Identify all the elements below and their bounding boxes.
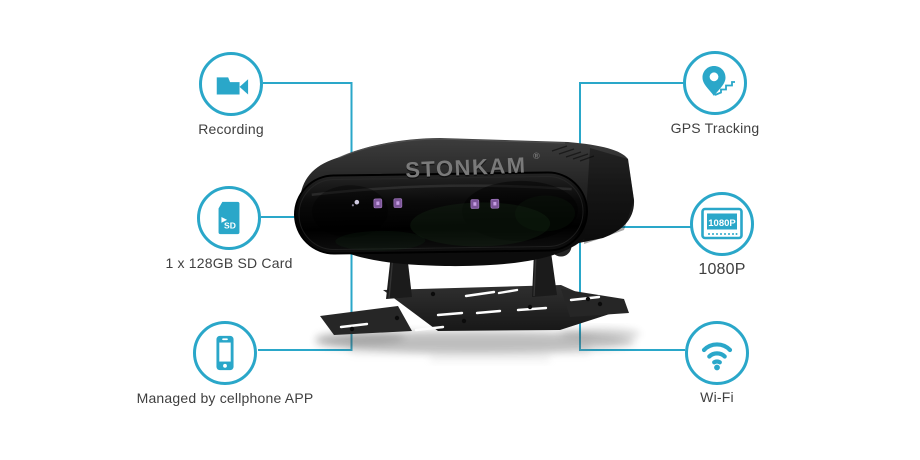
feature-sd-card: SD [119, 186, 339, 250]
sd-icon-text: SD [224, 220, 236, 230]
video-camera-icon [216, 77, 249, 95]
registered-trademark: ® [533, 151, 540, 161]
feature-1080p-badge: 1080P [690, 192, 754, 256]
feature-cellphone-app-label: Managed by cellphone APP [136, 390, 314, 406]
camera-front-window [294, 171, 588, 255]
feature-wifi-badge [685, 321, 749, 385]
monitor-dots [708, 233, 738, 235]
feature-1080p-label: 1080P [698, 261, 746, 278]
wifi-icon [701, 342, 733, 371]
1080p-icon-text: 1080P [708, 218, 736, 229]
camera-vents [551, 145, 595, 162]
feature-cellphone-app-badge [193, 321, 257, 385]
logo-shadow-text: STONKAM [405, 154, 527, 184]
bracket-right-wing [561, 289, 629, 317]
smartphone-icon [216, 335, 234, 371]
feature-gps-tracking [605, 51, 825, 115]
device-shadow [315, 328, 640, 362]
stonkam-logo: STONKAM STONKAM ® [405, 151, 541, 184]
bracket-base-plate [383, 285, 619, 331]
bracket-right-arm [532, 252, 557, 297]
camera-device: STONKAM STONKAM ® [294, 138, 635, 267]
mounting-bracket [320, 235, 629, 335]
gps-pin-icon [702, 66, 735, 96]
camera-right-side [584, 148, 634, 244]
feature-sd-card-label: 1 x 128GB SD Card [165, 255, 293, 271]
feature-gps-tracking-badge [683, 51, 747, 115]
sd-card-icon: SD [218, 201, 240, 235]
feature-sd-card-badge: SD [197, 186, 261, 250]
feature-cellphone-app [115, 321, 335, 385]
feature-recording-badge [199, 52, 263, 116]
feature-wifi-label: Wi-Fi [700, 389, 734, 405]
feature-recording-label: Recording [198, 121, 264, 137]
feature-recording [121, 52, 341, 116]
feature-wifi [607, 321, 827, 385]
bracket-slots [339, 288, 601, 332]
infrared-leds [373, 198, 500, 209]
logo-text: STONKAM [405, 152, 527, 182]
monitor-1080p-icon: 1080P [701, 207, 743, 240]
camera-lens-left [311, 185, 388, 238]
camera-lens-right [461, 180, 578, 241]
feature-1080p: 1080P [612, 192, 832, 256]
feature-gps-tracking-label: GPS Tracking [670, 120, 760, 136]
